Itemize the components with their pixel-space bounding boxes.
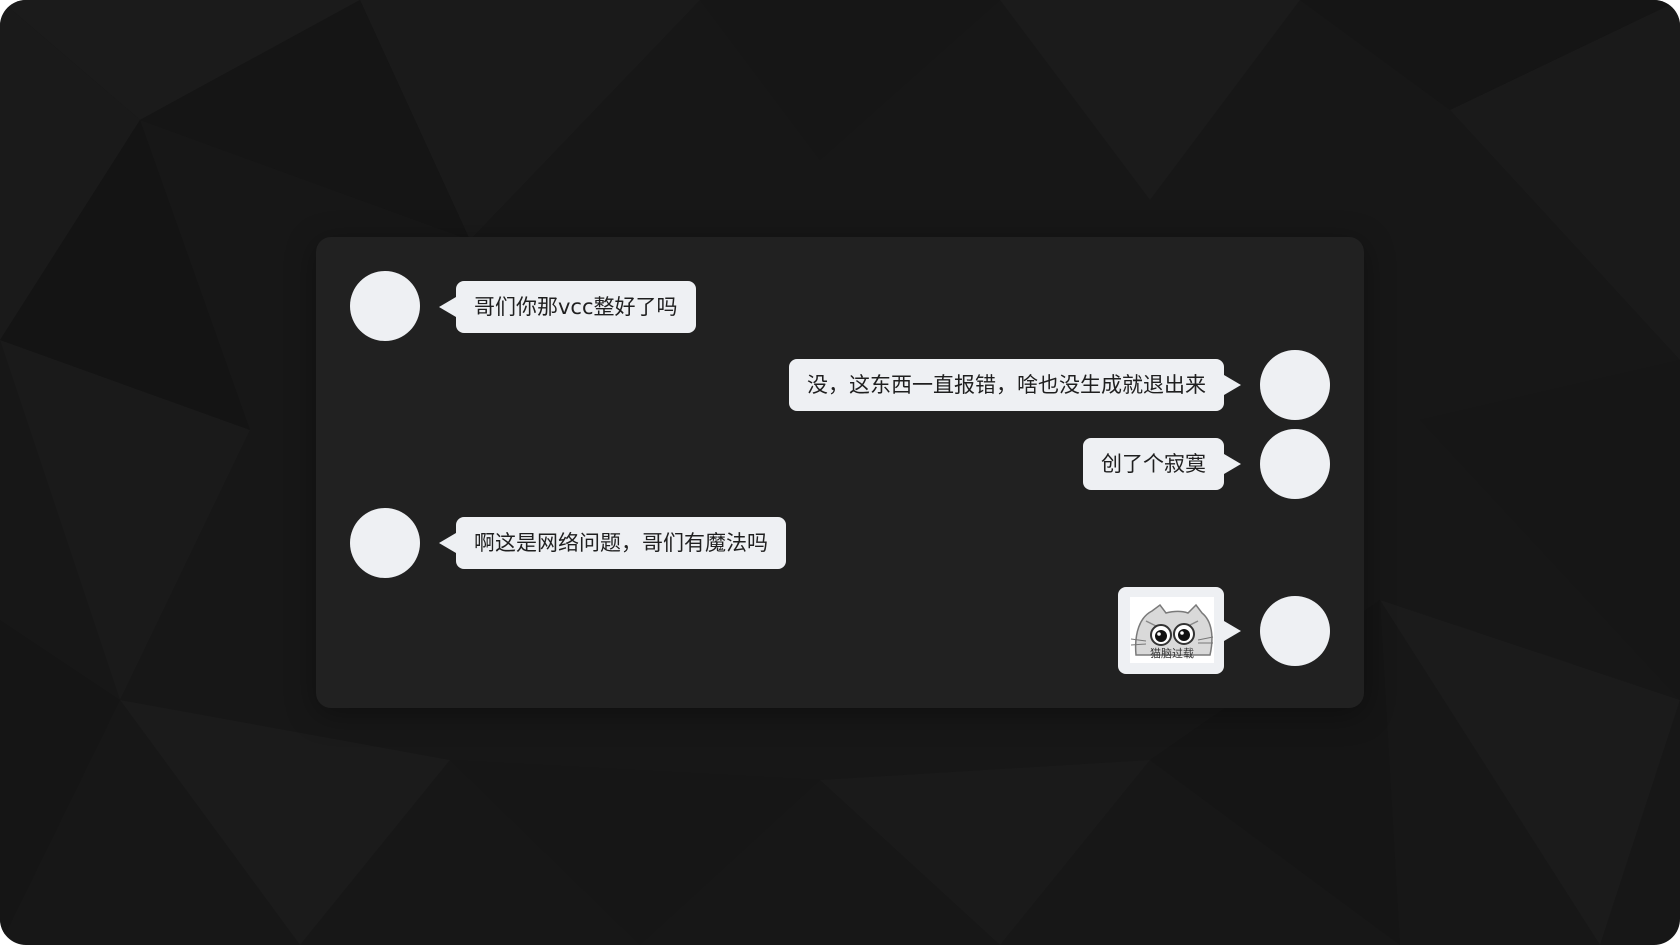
sticker-caption: 猫脑过载 xyxy=(1150,647,1194,660)
message-text: 哥们你那vcc整好了吗 xyxy=(474,295,678,319)
avatar[interactable] xyxy=(1260,350,1330,420)
message-bubble[interactable]: 没，这东西一直报错，啥也没生成就退出来 xyxy=(789,359,1241,411)
cat-sticker-icon[interactable]: 猫脑过载 xyxy=(1130,597,1214,663)
avatar[interactable] xyxy=(1260,596,1330,666)
message-text: 创了个寂寞 xyxy=(1101,452,1206,476)
message-bubble[interactable]: 创了个寂寞 xyxy=(1083,438,1241,490)
message-bubble[interactable]: 啊这是网络问题，哥们有魔法吗 xyxy=(439,517,786,569)
chat-panel: 哥们你那vcc整好了吗 没，这东西一直报错，啥也没生成就退出来 创了个寂寞 啊这… xyxy=(316,237,1364,708)
avatar[interactable] xyxy=(1260,429,1330,499)
message-bubble[interactable]: 哥们你那vcc整好了吗 xyxy=(439,281,696,333)
message-text: 没，这东西一直报错，啥也没生成就退出来 xyxy=(807,373,1206,397)
image-message-bubble[interactable]: 猫脑过载 xyxy=(1118,587,1241,674)
message-text: 啊这是网络问题，哥们有魔法吗 xyxy=(474,531,768,555)
avatar[interactable] xyxy=(350,508,420,578)
cat-sticker-drawing xyxy=(1130,597,1214,663)
avatar[interactable] xyxy=(350,271,420,341)
